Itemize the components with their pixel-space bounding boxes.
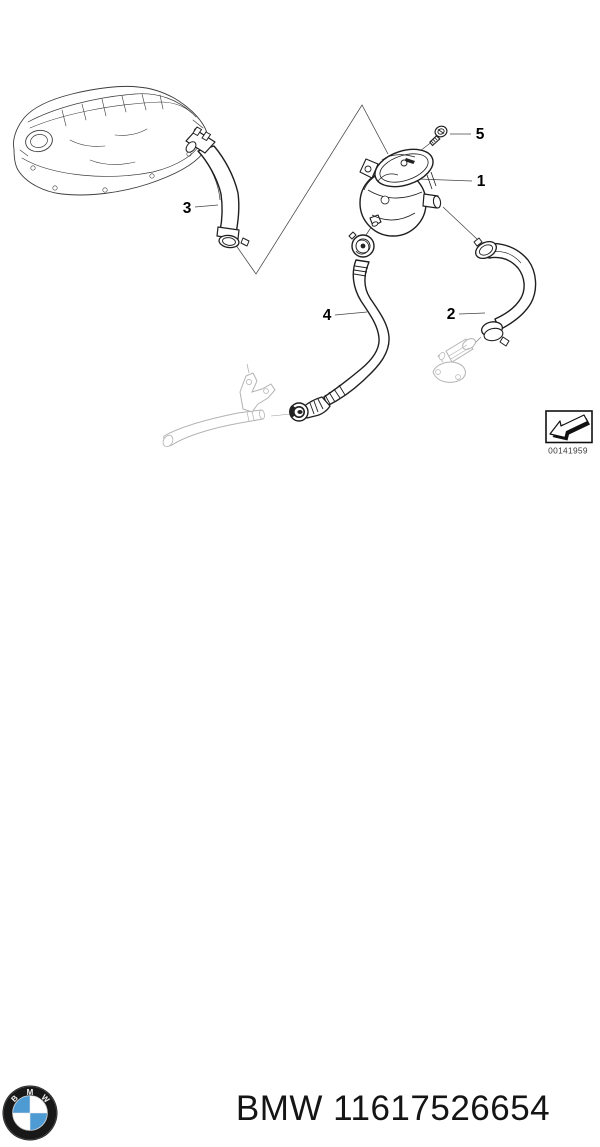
valve-cover-drawing [13, 85, 208, 196]
part-number-text: BMW 11617526654 [235, 1089, 551, 1128]
thumbnail-box: 00141959 [545, 410, 593, 456]
filler-neck-faded [432, 338, 476, 383]
hose-2 [473, 237, 537, 347]
thumbnail-code: 00141959 [548, 446, 588, 456]
logo-letter-m: M [27, 1088, 34, 1097]
callout-5: 5 [476, 126, 485, 143]
callout-3: 3 [183, 200, 192, 217]
callout2-leader [458, 312, 486, 315]
dipstick-tube-faded [162, 409, 265, 448]
hose2-leader [442, 206, 479, 241]
callout-4: 4 [323, 307, 332, 324]
bmw-logo: B M W [1, 1084, 59, 1142]
screw-5 [429, 125, 448, 147]
bracket-faded [239, 363, 276, 413]
parts-diagram-image: 1 2 3 4 5 00141959 [13, 85, 593, 456]
callout-2: 2 [447, 306, 456, 323]
footer: B M W BMW 11617526654 [0, 538, 600, 1141]
hose-4 [289, 231, 390, 422]
hose-3 [185, 126, 250, 249]
callout1-leader [417, 178, 473, 182]
part-1-valve [359, 148, 442, 237]
callout-1: 1 [477, 173, 486, 190]
bmw-roundel-icon: B M W [2, 1085, 58, 1141]
diagram-canvas: 1 2 3 4 5 00141959 [13, 85, 593, 456]
arrow-icon [549, 414, 590, 441]
callout4-leader [334, 311, 368, 316]
assembly-leader-line [232, 104, 389, 275]
tube-leader [270, 413, 292, 417]
callout3-leader [194, 204, 219, 208]
callout-labels: 1 2 3 4 5 [183, 126, 486, 324]
